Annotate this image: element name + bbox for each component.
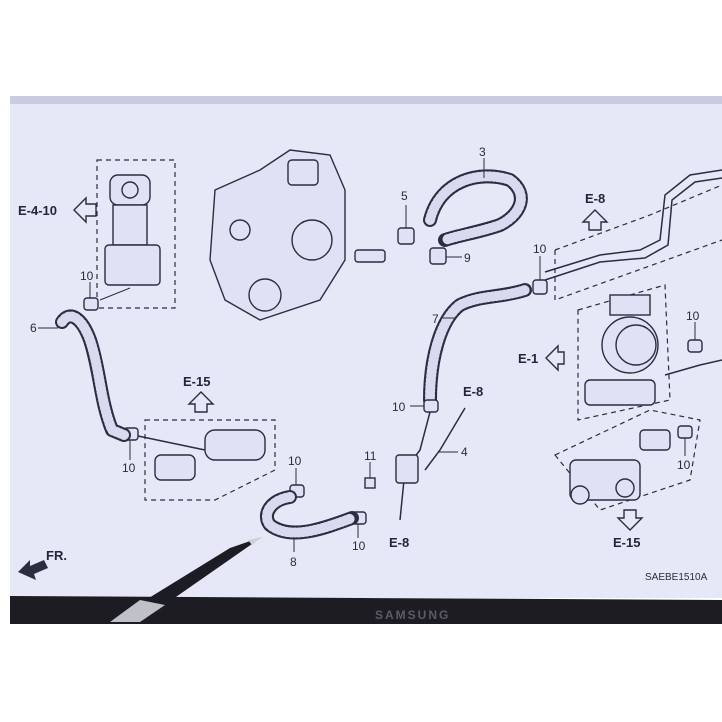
pen bbox=[110, 537, 262, 622]
svg-text:6: 6 bbox=[30, 321, 37, 335]
drawing-code: SAEBE1510A bbox=[645, 572, 708, 583]
svg-text:8: 8 bbox=[290, 555, 297, 569]
svg-text:FR.: FR. bbox=[46, 548, 67, 563]
clamp-10-b: 10 bbox=[80, 269, 99, 311]
svg-text:10: 10 bbox=[677, 458, 691, 472]
clamp-10-c: 10 bbox=[392, 399, 439, 414]
water-pipe-assembly bbox=[544, 169, 722, 301]
svg-text:E-8: E-8 bbox=[585, 191, 605, 206]
svg-text:10: 10 bbox=[122, 461, 136, 475]
svg-text:10: 10 bbox=[533, 242, 547, 256]
photo-bottom-border bbox=[0, 624, 722, 722]
ref-arrow-e15-left: E-15 bbox=[183, 374, 215, 413]
clamp-10-g: 10 bbox=[686, 309, 703, 353]
ref-arrow-e15-right: E-15 bbox=[613, 509, 644, 550]
svg-text:10: 10 bbox=[288, 454, 302, 468]
hose-6: 6 bbox=[30, 309, 131, 442]
svg-text:5: 5 bbox=[401, 189, 408, 203]
svg-text:3: 3 bbox=[479, 145, 486, 159]
engine-block bbox=[209, 149, 386, 321]
svg-text:7: 7 bbox=[432, 312, 439, 326]
fitting-4: 4 bbox=[395, 407, 468, 521]
front-indicator: FR. bbox=[18, 548, 67, 580]
egr-valve bbox=[96, 159, 176, 309]
svg-text:10: 10 bbox=[686, 309, 700, 323]
svg-text:E-4-10: E-4-10 bbox=[18, 203, 57, 218]
hose-3: 3 bbox=[423, 145, 528, 247]
svg-text:9: 9 bbox=[464, 251, 471, 265]
svg-text:E-15: E-15 bbox=[613, 535, 640, 550]
clamp-9: 9 bbox=[429, 247, 471, 265]
hose-7: 7 bbox=[423, 283, 532, 407]
svg-text:E-8: E-8 bbox=[389, 535, 409, 550]
bypass-valve-assembly bbox=[137, 419, 276, 501]
svg-text:10: 10 bbox=[352, 539, 366, 553]
bolt-11: 11 bbox=[364, 449, 377, 489]
ref-arrow-e8-mid: E-8 bbox=[463, 384, 483, 399]
screen-top-shadow bbox=[10, 96, 722, 104]
ref-arrow-e8-top: E-8 bbox=[581, 191, 609, 231]
ref-arrow-e1: E-1 bbox=[518, 344, 565, 372]
svg-text:E-8: E-8 bbox=[463, 384, 483, 399]
ref-arrow-egr: E-4-10 bbox=[18, 196, 97, 224]
throttle-body bbox=[577, 284, 722, 421]
clamp-10-h: 10 bbox=[677, 425, 693, 472]
clamp-10-a: 10 bbox=[532, 242, 548, 295]
svg-text:10: 10 bbox=[392, 400, 406, 414]
front-arrow-icon bbox=[18, 560, 48, 580]
water-outlet bbox=[554, 409, 701, 511]
monitor-brand: SAMSUNG bbox=[375, 608, 450, 622]
clamp-5: 5 bbox=[397, 189, 415, 245]
hose-8: 8 bbox=[260, 490, 359, 569]
monitor-bezel bbox=[10, 596, 722, 624]
ref-arrow-e8-bottom: E-8 bbox=[389, 535, 409, 550]
svg-text:11: 11 bbox=[364, 449, 377, 463]
svg-text:4: 4 bbox=[461, 445, 468, 459]
svg-text:E-15: E-15 bbox=[183, 374, 210, 389]
svg-text:E-1: E-1 bbox=[518, 351, 538, 366]
svg-text:10: 10 bbox=[80, 269, 94, 283]
